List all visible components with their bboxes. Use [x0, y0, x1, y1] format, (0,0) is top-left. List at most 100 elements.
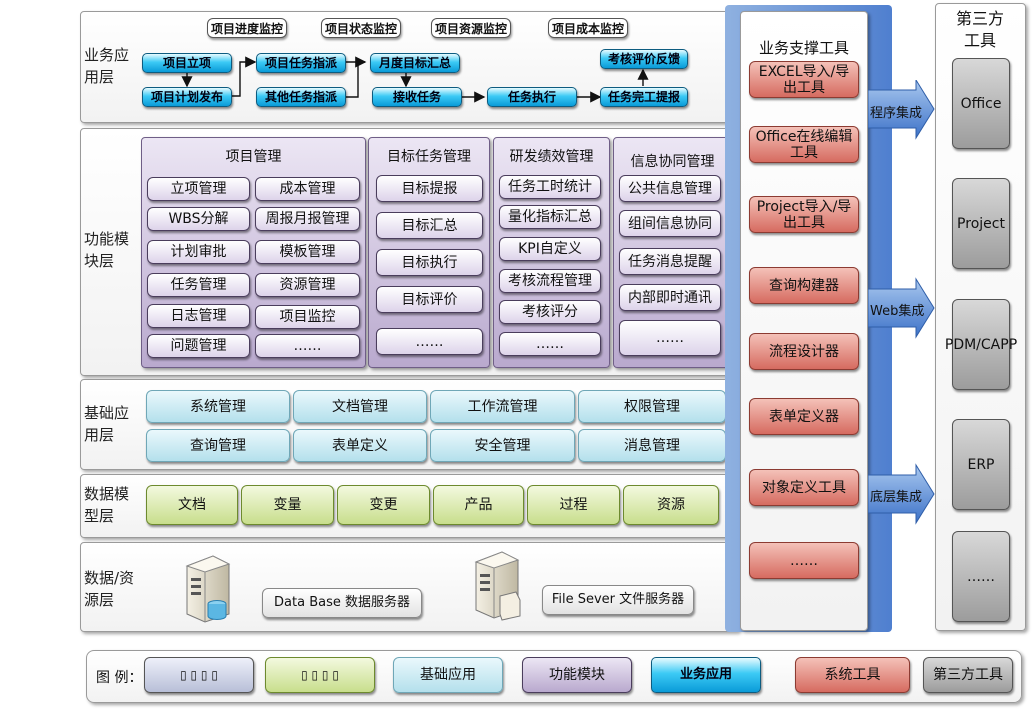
base-app-label: 文档管理 [332, 398, 388, 415]
file-server-icon [474, 551, 521, 621]
support-tool-label: 对象定义工具 [762, 479, 846, 496]
base-app-item: 文档管理 [293, 390, 427, 423]
module-item-label: 任务管理 [170, 277, 227, 293]
monitor-resource: 项目资源监控 [431, 18, 511, 38]
legend-item: ▯ ▯ ▯ ▯ [144, 657, 254, 693]
data-model-label: 变量 [273, 497, 302, 513]
resource-layer-label: 数据/资源层 [84, 567, 144, 611]
support-tool-item: Project导入/导出工具 [749, 196, 859, 233]
module-item: 目标执行 [376, 249, 483, 276]
module-project-title: 项目管理 [225, 149, 282, 165]
module-item: 周报月报管理 [255, 207, 360, 231]
datamodel-layer-label: 数据模型层 [84, 483, 134, 527]
legend-label: 图 例： [96, 670, 143, 686]
support-tool-item: 表单定义器 [749, 398, 859, 435]
monitor-cost-label: 项目成本监控 [551, 21, 624, 36]
integration-program-label: 程序集成 [870, 106, 923, 121]
flow-task-assign: 项目任务指派 [256, 53, 346, 73]
support-tool-label: Office在线编辑工具 [755, 128, 853, 161]
module-item: 问题管理 [147, 334, 250, 358]
module-item: 成本管理 [255, 177, 360, 201]
module-info-title: 信息协同管理 [630, 154, 715, 170]
module-item-label: 任务工时统计 [508, 179, 592, 195]
monitor-progress-label: 项目进度监控 [210, 21, 283, 36]
base-app-item: 消息管理 [578, 429, 726, 462]
third-party-label: Project [957, 215, 1005, 232]
module-item: 量化指标汇总 [499, 205, 601, 229]
support-tool-label: 查询构建器 [769, 277, 839, 294]
support-tool-label: Project导入/导出工具 [756, 198, 852, 231]
module-item-label: 成本管理 [279, 181, 336, 197]
base-app-item: 查询管理 [146, 429, 290, 462]
third-party-item: ERP [952, 419, 1010, 510]
module-item-label: 立项管理 [170, 181, 227, 197]
module-item: 考核流程管理 [499, 269, 601, 293]
base-app-item: 系统管理 [146, 390, 290, 423]
data-model-item: 文档 [146, 485, 238, 525]
flow-other-assign-label: 其他任务指派 [264, 90, 337, 104]
base-app-item: 表单定义 [293, 429, 427, 462]
flow-evaluation: 考核评价反馈 [600, 49, 688, 69]
module-item: 组间信息协同 [619, 210, 721, 237]
business-flow-arrows [181, 56, 649, 103]
datamodel-layer-text: 数据模型层 [84, 485, 130, 525]
monitor-cost: 项目成本监控 [548, 18, 628, 38]
module-perf-title: 研发绩效管理 [509, 149, 594, 165]
legend-item-label: 业务应用 [679, 667, 732, 682]
module-item-label: 目标评价 [401, 291, 458, 308]
support-tools-panel [740, 11, 868, 631]
third-party-item: …… [952, 531, 1010, 622]
legend-item: 业务应用 [651, 657, 761, 693]
data-model-label: 产品 [464, 497, 493, 513]
module-item-label: KPI自定义 [518, 241, 582, 257]
support-tool-item: Office在线编辑工具 [749, 126, 859, 163]
module-item: 目标汇总 [376, 212, 483, 239]
flow-plan-release-label: 项目计划发布 [150, 90, 223, 104]
data-model-item: 变量 [241, 485, 334, 525]
business-layer-text: 业务应用层 [84, 46, 130, 86]
module-item: 内部即时通讯 [619, 284, 721, 311]
module-item-label: …… [536, 336, 564, 352]
flow-evaluation-label: 考核评价反馈 [607, 52, 680, 66]
legend-item-label: 功能模块 [549, 667, 605, 683]
flow-task-done-label: 任务完工提报 [607, 90, 680, 104]
module-item-label: 内部即时通讯 [628, 289, 712, 306]
data-model-label: 文档 [178, 497, 206, 513]
module-item: 日志管理 [147, 304, 250, 328]
module-item-label: 公共信息管理 [628, 180, 712, 197]
module-item: …… [376, 328, 483, 355]
file-server-text: File Sever 文件服务器 [551, 592, 685, 607]
base-app-label: 系统管理 [190, 398, 246, 415]
third-party-label: PDM/CAPP [944, 336, 1018, 353]
legend-item-label: 基础应用 [420, 667, 476, 683]
module-item: …… [619, 320, 721, 356]
legend-item: 基础应用 [393, 657, 503, 693]
base-app-item: 安全管理 [430, 429, 575, 462]
third-party-label: Office [960, 95, 1002, 112]
flow-monthly-goal: 月度目标汇总 [370, 53, 460, 73]
base-app-label: 权限管理 [624, 398, 680, 415]
flow-task-exec-label: 任务执行 [507, 90, 556, 104]
flow-plan-release: 项目计划发布 [142, 87, 232, 107]
legend-item-label: 系统工具 [824, 667, 881, 683]
flow-task-done: 任务完工提报 [600, 87, 688, 107]
third-party-item: Office [952, 58, 1010, 149]
legend-item: ▯ ▯ ▯ ▯ [265, 657, 375, 693]
flow-receive-task-label: 接收任务 [392, 90, 441, 104]
module-item: 立项管理 [147, 177, 250, 201]
module-item-label: 项目监控 [279, 309, 336, 325]
module-item-label: 问题管理 [170, 338, 227, 354]
module-item-label: 考核流程管理 [508, 273, 592, 289]
base-app-item: 工作流管理 [430, 390, 575, 423]
base-layer-label: 基础应用层 [84, 402, 134, 446]
module-item: 项目监控 [255, 305, 360, 329]
support-tool-item: 查询构建器 [749, 267, 859, 304]
module-item: 资源管理 [255, 273, 360, 297]
third-party-label: ERP [967, 456, 995, 473]
flow-task-exec: 任务执行 [487, 87, 577, 107]
module-item: 任务消息提醒 [619, 248, 721, 275]
module-item-label: …… [293, 338, 322, 354]
legend-item: 系统工具 [795, 657, 910, 693]
data-model-item: 变更 [337, 485, 430, 525]
monitor-progress: 项目进度监控 [207, 18, 287, 38]
